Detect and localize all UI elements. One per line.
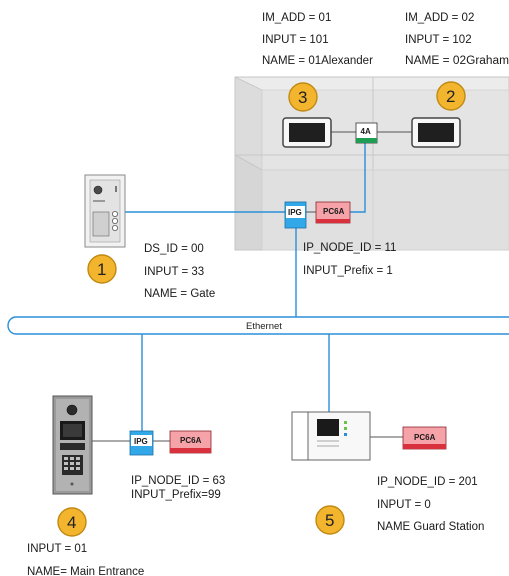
main-entrance-info: IP_NODE_ID = 63 INPUT_Prefix=99 INPUT = … (27, 475, 225, 576)
monitor-3-info: IM_ADD = 01 INPUT = 101 NAME = 01Alexand… (262, 12, 373, 67)
ipg-label-entrance: IPG (134, 437, 148, 446)
monitor-2-name: NAME = 02Graham (405, 55, 509, 67)
monitor-2-info: IM_ADD = 02 INPUT = 102 NAME = 02Graham (405, 12, 509, 67)
ethernet-label: Ethernet (246, 321, 282, 332)
ipg-label-building: IPG (288, 208, 302, 217)
door-station-gate (84, 174, 126, 248)
ds-input: INPUT = 33 (144, 266, 204, 278)
pc6a-label-building: PC6A (323, 207, 345, 216)
apartment-building (234, 76, 509, 251)
ipg-module-entrance: IPG (129, 430, 154, 456)
building-input-prefix: INPUT_Prefix = 1 (303, 265, 393, 277)
entrance-input-prefix: INPUT_Prefix=99 (131, 489, 221, 501)
svg-text:2: 2 (446, 87, 455, 106)
guard-ip-node-id: IP_NODE_ID = 201 (377, 476, 478, 488)
monitor-3-input: INPUT = 101 (262, 34, 329, 46)
entrance-name: NAME= Main Entrance (27, 566, 144, 576)
svg-text:5: 5 (325, 511, 334, 530)
pc6a-label-entrance: PC6A (180, 436, 202, 445)
svg-text:1: 1 (97, 260, 106, 279)
entrance-ip-node-id: IP_NODE_ID = 63 (131, 475, 225, 487)
guard-name: NAME Guard Station (377, 521, 484, 533)
indoor-monitor-2 (411, 117, 461, 148)
pc6a-module-building: PC6A (315, 201, 351, 224)
badge-1: 1 (87, 254, 117, 284)
badge-2: 2 (436, 81, 466, 111)
ds-id: DS_ID = 00 (144, 243, 204, 255)
pc6a-label-guard: PC6A (414, 433, 436, 442)
entrance-input: INPUT = 01 (27, 543, 87, 555)
indoor-monitor-3 (282, 117, 332, 148)
door-station-main-entrance (52, 395, 93, 495)
guard-input: INPUT = 0 (377, 499, 431, 511)
monitor-3-im-add: IM_ADD = 01 (262, 12, 331, 24)
svg-text:4: 4 (67, 513, 76, 532)
ethernet-bus: Ethernet (7, 316, 509, 335)
guard-station-info: IP_NODE_ID = 201 INPUT = 0 NAME Guard St… (377, 476, 484, 533)
badge-3: 3 (288, 82, 318, 112)
building-ip-node-id: IP_NODE_ID = 11 (303, 242, 396, 254)
monitor-2-input: INPUT = 102 (405, 34, 472, 46)
ds-name: NAME = Gate (144, 288, 215, 300)
badge-4: 4 (57, 507, 87, 537)
building-ipg-info: IP_NODE_ID = 11 INPUT_Prefix = 1 (303, 242, 396, 277)
monitor-3-name: NAME = 01Alexander (262, 55, 373, 67)
pc6a-module-guard: PC6A (402, 426, 447, 450)
svg-text:3: 3 (298, 88, 307, 107)
guard-station-monitor (291, 411, 371, 461)
badge-5: 5 (315, 505, 345, 535)
monitor-2-im-add: IM_ADD = 02 (405, 12, 474, 24)
ipg-module-building: IPG (284, 201, 307, 229)
door-station-1-info: DS_ID = 00 INPUT = 33 NAME = Gate (144, 243, 215, 300)
adapter-4a-label: 4A (361, 127, 371, 136)
pc6a-module-entrance: PC6A (169, 430, 212, 454)
adapter-4a: 4A (355, 122, 378, 144)
